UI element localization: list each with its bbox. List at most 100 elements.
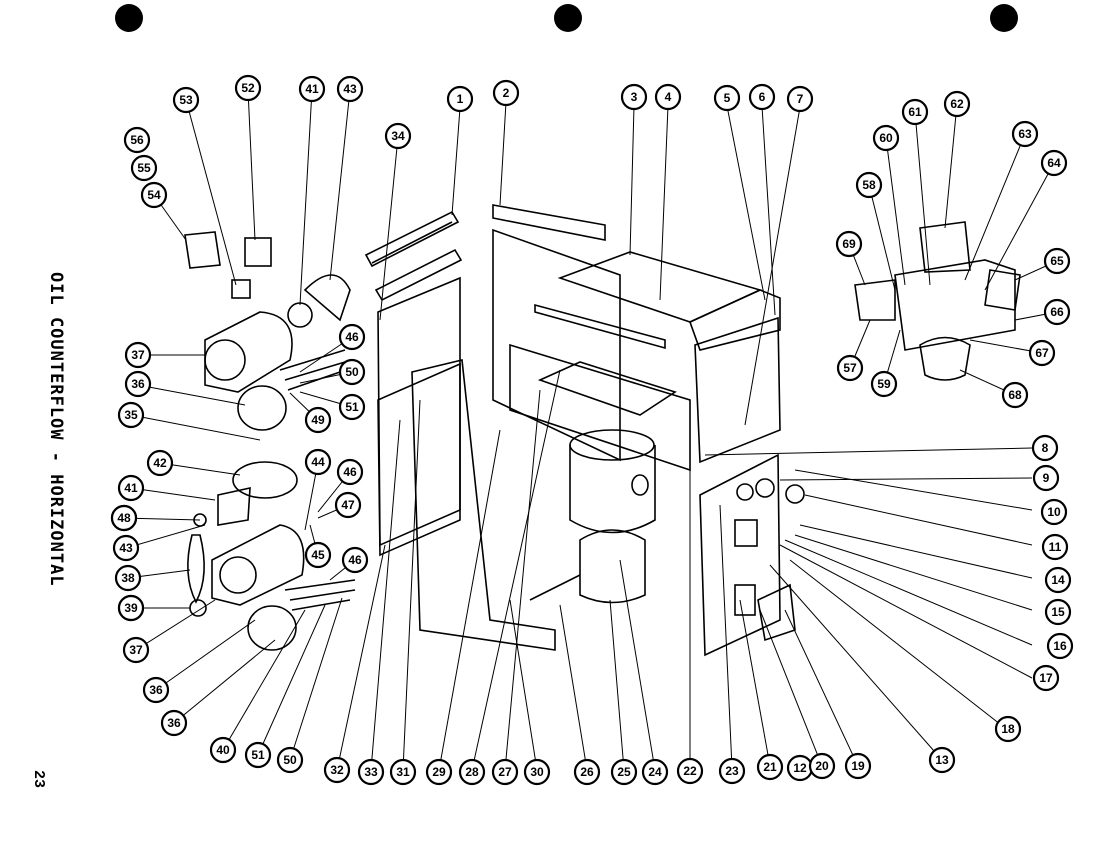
callout-c37a: 37 (124, 341, 152, 369)
callout-label: 32 (330, 763, 344, 777)
callout-c34: 34 (384, 122, 412, 150)
callout-label: 22 (683, 764, 697, 778)
callout-c51a: 51 (338, 393, 366, 421)
callout-circle (304, 448, 332, 476)
callout-c61: 61 (901, 98, 929, 126)
callout-circle (523, 758, 551, 786)
callout-c3: 3 (620, 83, 648, 111)
callout-circle (389, 758, 417, 786)
callout-label: 50 (283, 753, 297, 767)
callout-circle (870, 370, 898, 398)
callout-circle (124, 341, 152, 369)
callout-c46c: 46 (341, 546, 369, 574)
callout-label: 16 (1053, 639, 1067, 653)
callout-label: 28 (465, 765, 479, 779)
callout-c38b: 38 (114, 564, 142, 592)
figure-title-box: OIL COUNTERFLOW - HORIZONTAL (46, 272, 70, 587)
callout-label: 14 (1051, 573, 1065, 587)
callout-circle (425, 758, 453, 786)
callout-c23: 23 (718, 757, 746, 785)
callout-circle (338, 393, 366, 421)
callout-c26: 26 (573, 758, 601, 786)
callout-label: 21 (763, 760, 777, 774)
callout-c19: 19 (844, 752, 872, 780)
callout-label: 23 (725, 764, 739, 778)
callout-circle (146, 449, 174, 477)
leader-lines (123, 89, 1058, 771)
fuel-pump (919, 336, 971, 381)
callout-label: 34 (391, 129, 405, 143)
callout-label: 25 (617, 765, 631, 779)
callout-c43b: 43 (112, 534, 140, 562)
callout-c54: 54 (140, 181, 168, 209)
callout-label: 58 (862, 178, 876, 192)
callout-c10: 10 (1040, 498, 1068, 526)
callout-circle (1043, 247, 1071, 275)
callout-circle (110, 504, 138, 532)
callout-circle (1041, 533, 1069, 561)
callout-circle (124, 370, 152, 398)
callout-circle (713, 84, 741, 112)
callout-circle (994, 715, 1022, 743)
callout-circle (357, 758, 385, 786)
filter-rail (534, 303, 666, 350)
callout-label: 52 (241, 81, 255, 95)
callout-label: 2 (503, 86, 510, 100)
callout-circle (130, 154, 158, 182)
callout-c57: 57 (836, 354, 864, 382)
callout-c24: 24 (641, 758, 669, 786)
callout-circle (458, 758, 486, 786)
callout-circle (654, 83, 682, 111)
callout-c68: 68 (1001, 381, 1029, 409)
callout-circle (492, 79, 520, 107)
callout-label: 19 (851, 759, 865, 773)
blower-pulley (189, 599, 207, 617)
callout-c14: 14 (1044, 566, 1072, 594)
callout-label: 55 (137, 161, 151, 175)
callout-circle (140, 181, 168, 209)
callout-c50b: 50 (276, 746, 304, 774)
rear-top-rail (492, 204, 606, 241)
front-door-panel (411, 359, 556, 651)
page-number: 23 (30, 770, 47, 789)
switch-box (231, 279, 251, 299)
blower-wheel-upper (237, 385, 287, 431)
callout-label: 30 (530, 765, 544, 779)
callout-label: 33 (364, 765, 378, 779)
callout-c58: 58 (855, 171, 883, 199)
callout-label: 1 (457, 92, 464, 106)
callout-label: 50 (345, 365, 359, 379)
callout-circle (338, 358, 366, 386)
motor-pulley-upper (287, 302, 313, 328)
callout-label: 61 (908, 105, 922, 119)
callout-circle (276, 746, 304, 774)
callout-label: 69 (842, 237, 856, 251)
callout-c65: 65 (1043, 247, 1071, 275)
callout-c8: 8 (1031, 434, 1059, 462)
callout-label: 41 (305, 82, 319, 96)
callout-circle (1001, 381, 1029, 409)
callout-circle (1028, 339, 1056, 367)
top-rail-2 (374, 248, 463, 302)
callout-circle (122, 636, 150, 664)
callout-c33: 33 (357, 758, 385, 786)
callout-c41a: 41 (298, 75, 326, 103)
callout-circle (855, 171, 883, 199)
callout-label: 49 (311, 413, 325, 427)
callout-c56: 56 (123, 126, 151, 154)
insulation-panel (377, 362, 461, 557)
callout-circle (446, 85, 474, 113)
relay (734, 519, 758, 547)
callout-circle (786, 85, 814, 113)
callout-label: 5 (724, 91, 731, 105)
callout-c20: 20 (808, 752, 836, 780)
callout-circle (1031, 434, 1059, 462)
junction-box (757, 583, 796, 642)
callout-circle (641, 758, 669, 786)
callout-c66: 66 (1043, 298, 1071, 326)
callout-c53: 53 (172, 86, 200, 114)
callout-circle (676, 757, 704, 785)
blower-motor (217, 486, 251, 526)
callout-label: 64 (1047, 156, 1061, 170)
